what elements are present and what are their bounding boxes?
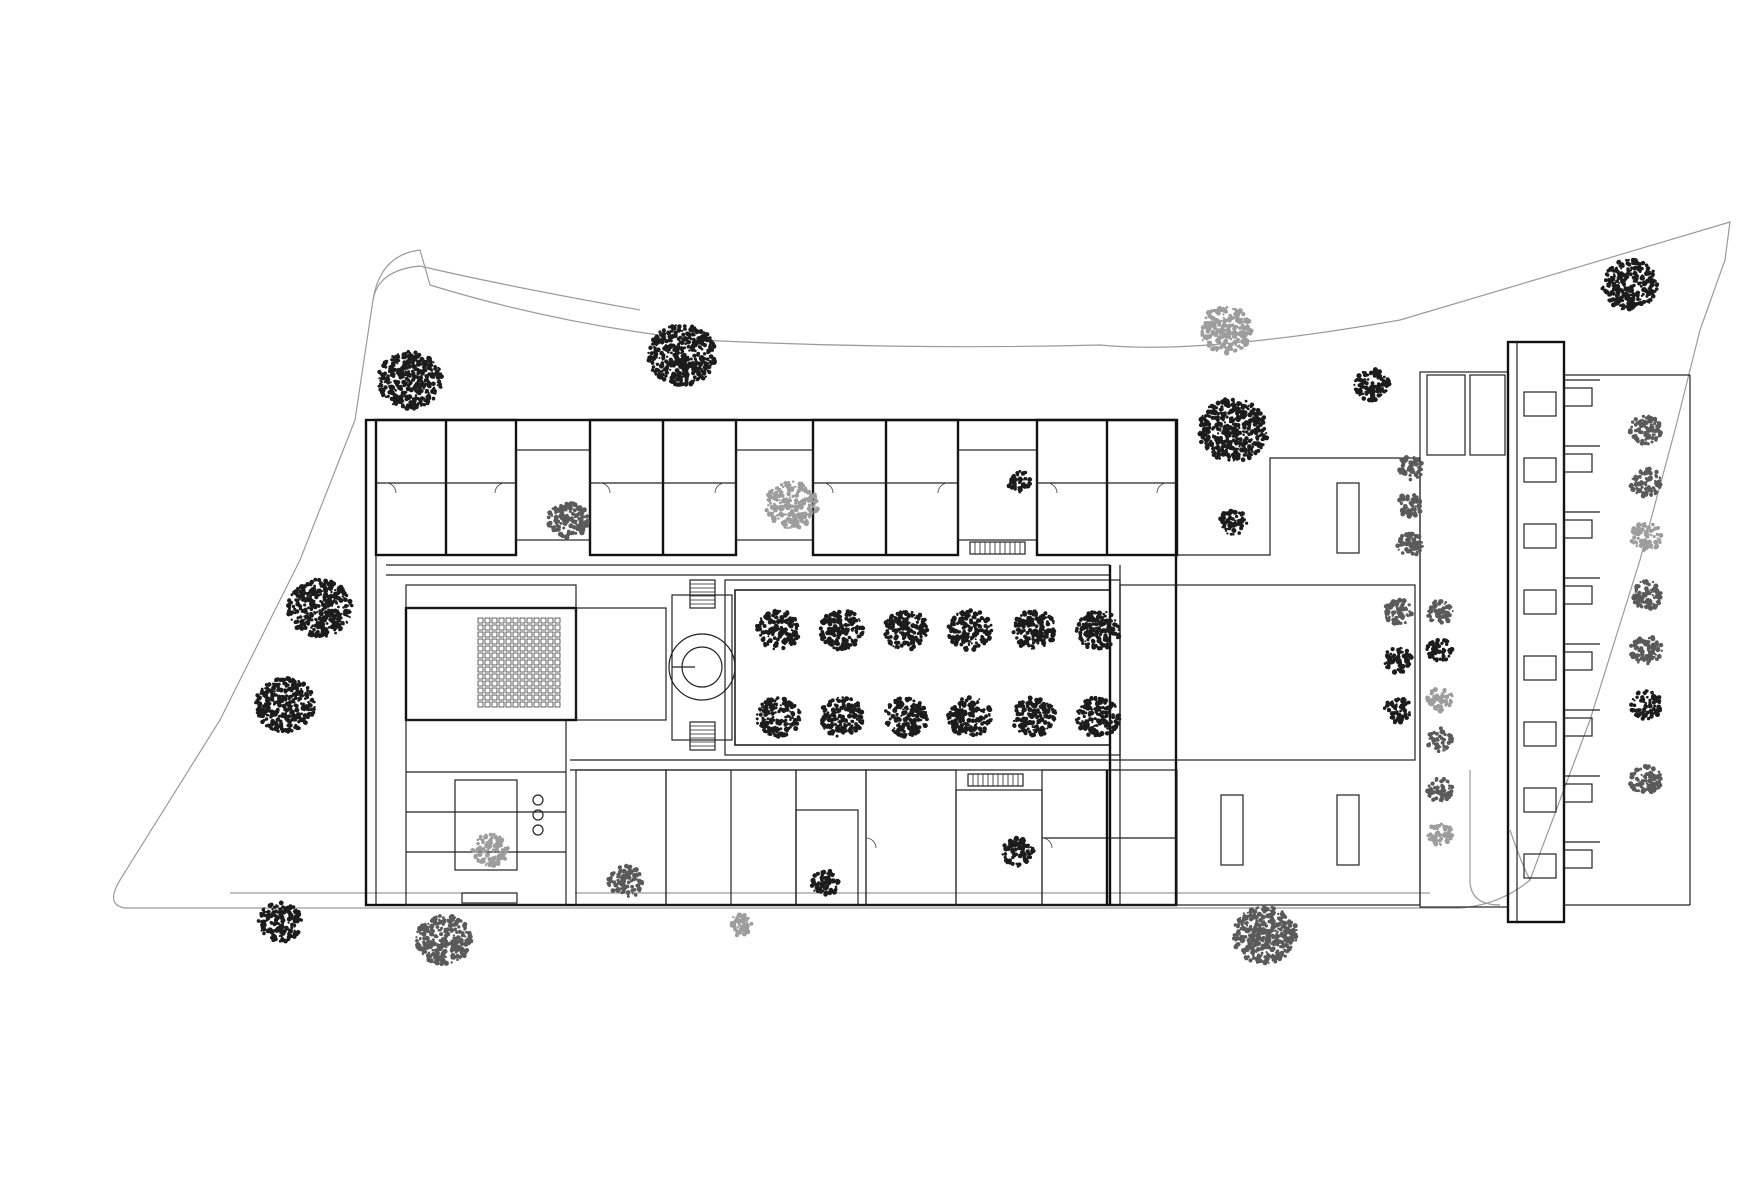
tree-icon [1353,367,1392,403]
tree-icon [1426,599,1454,625]
tree-icon [755,696,802,739]
cloister-courtyard [734,589,1111,746]
tree-icon [1001,835,1036,868]
tree-icon [1397,455,1424,482]
tree-icon [1382,696,1411,725]
door-swings [385,482,1168,849]
tree-icon [1232,904,1299,966]
east-residential-strip [1506,340,1691,924]
southwest-block [405,719,567,906]
tree-icon [946,608,994,652]
tree-icon [1012,695,1058,738]
main-building-walls [364,418,1179,907]
trees [254,257,1664,967]
tree-icon [1426,726,1454,754]
tree-icon [1074,610,1122,651]
tree-icon [820,696,865,738]
tree-icon [286,577,354,639]
fountain-stair-top [689,579,716,609]
north-units [374,418,1179,557]
tree-icon [883,610,930,652]
auditorium-seating [477,617,561,708]
tree-icon [1628,466,1663,499]
tree-icon [1627,414,1663,446]
tree-icon [1197,397,1270,463]
tree-icon [1600,257,1660,312]
tree-icon [646,324,717,387]
tree-icon [1629,689,1663,721]
tree-icon [1426,822,1455,847]
south-stair [967,773,1024,787]
tree-icon [1631,579,1663,611]
tree-icon [1011,609,1057,650]
tree-icon [1425,638,1455,663]
tree-icon [764,480,820,530]
north-stair [969,541,1026,555]
tree-icon [1629,635,1664,666]
tree-icon [415,914,474,967]
tree-icon [1383,597,1414,626]
tree-icon [1629,522,1664,552]
tree-icon [256,900,303,944]
auditorium [404,584,667,722]
tree-icon [606,863,645,898]
tree-icon [809,868,841,897]
tree-icon [1397,493,1423,519]
tree-icon [1074,695,1122,738]
tree-icon [546,501,590,540]
tree-icon [1218,508,1249,536]
tree-icon [884,696,929,739]
tree-icon [1383,646,1414,675]
tree-icon [1628,764,1663,795]
tree-icon [377,349,444,411]
south-rooms [575,769,1178,906]
tree-icon [818,609,866,652]
tree-icon [1200,305,1254,356]
tree-icon [755,608,801,651]
fountain-room [668,579,736,751]
east-annex [1119,371,1509,908]
tree-icon [470,832,510,868]
tree-icon [1006,469,1033,494]
tree-icon [729,912,754,938]
tree-icon [1425,687,1454,714]
tree-icon [1395,531,1424,557]
tree-icon [946,695,993,738]
fountain-stair-bottom [689,721,716,751]
tree-icon [1425,777,1455,803]
tree-icon [254,676,316,734]
